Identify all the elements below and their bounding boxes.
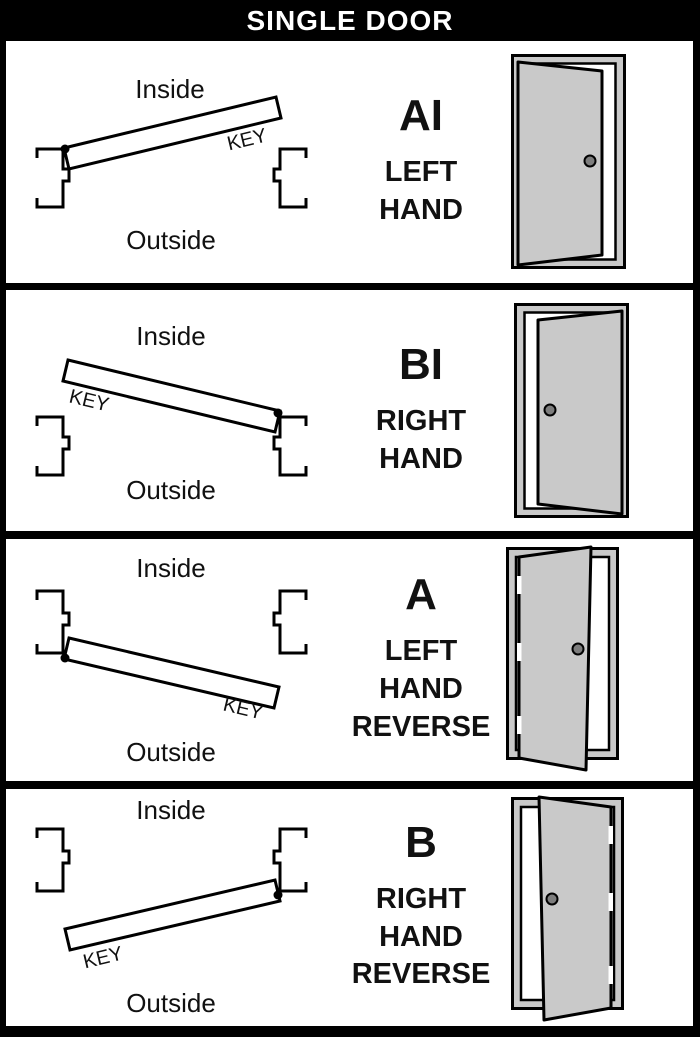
row-b-right-hand-reverse: Inside KEY Outside B RIGHT HAND REVERSE [6,789,693,1026]
hinge-dash-icon [608,966,613,984]
handing-code: BI [399,339,443,389]
door-swing-plan [62,636,281,710]
door-swing-plan [62,95,283,171]
handing-text-block: A LEFT HAND REVERSE [336,539,506,781]
handing-text-block: AI LEFT HAND [336,41,506,283]
handing-name: LEFT HAND REVERSE [351,635,491,743]
handing-text-block: B RIGHT HAND REVERSE [336,789,506,1026]
door-knob-icon [571,642,585,656]
hinge-pivot-dot [273,890,283,900]
door-swing-plan [63,878,282,952]
page-title: SINGLE DOOR [246,4,454,36]
left-jamb-icon [35,589,71,655]
handing-name: LEFT HAND [379,156,463,226]
row-bi-right-hand: Inside KEY Outside BI RIGHT HAND [6,290,693,531]
handing-text-block: BI RIGHT HAND [336,290,506,531]
right-jamb-icon [272,415,308,477]
inside-label: Inside [136,795,205,825]
door-knob-icon [543,403,557,417]
hinge-pivot-dot [60,144,70,154]
outside-label: Outside [126,475,216,505]
outside-label: Outside [126,225,216,255]
plan-diagram-left-hand-reverse: Inside KEY Outside [35,553,308,767]
plan-diagram-right-hand-reverse: Inside KEY Outside [35,795,308,1018]
left-jamb-icon [35,147,71,209]
door-panel [537,795,613,1022]
door-illustration-left-hand [511,54,626,269]
door-knob-icon [545,892,559,906]
left-jamb-icon [35,415,71,477]
plan-diagram-left-hand: Inside KEY Outside [35,74,308,255]
handing-name: RIGHT HAND [375,404,467,475]
right-jamb-icon [272,589,308,655]
hinge-dash-icon [608,893,613,911]
row-ai-left-hand: Inside KEY Outside AI LEFT HAND [6,41,693,283]
row-a-left-hand-reverse: Inside KEY Outside A LEFT HAND REVERSE [6,539,693,781]
plan-diagram-right-hand: Inside KEY Outside [35,321,308,505]
inside-label: Inside [136,553,205,583]
inside-label: Inside [136,321,205,351]
right-jamb-icon [272,147,308,209]
inside-label: Inside [135,74,204,104]
hinge-dash-icon [517,643,522,661]
outside-label: Outside [126,737,216,767]
door-panel [517,545,593,772]
title-bar: SINGLE DOOR [0,0,700,41]
hinge-dash-icon [608,826,613,844]
hinge-pivot-dot [60,653,70,663]
handing-code: A [405,570,437,620]
door-illustration-left-hand-reverse [506,545,619,772]
handing-code: B [405,817,437,867]
hinge-dash-icon [517,716,522,734]
hinge-pivot-dot [273,408,283,418]
left-jamb-icon [35,827,71,893]
door-panel [516,60,604,267]
hinge-dash-icon [517,576,522,594]
door-panel [536,309,624,516]
outside-label: Outside [126,988,216,1018]
handing-name: RIGHT HAND REVERSE [351,882,491,991]
handing-code: AI [399,91,443,141]
door-swing-plan [61,358,282,434]
door-illustration-right-hand-reverse [511,795,624,1022]
door-illustration-right-hand [514,303,629,518]
right-jamb-icon [272,827,308,893]
door-knob-icon [583,154,597,168]
